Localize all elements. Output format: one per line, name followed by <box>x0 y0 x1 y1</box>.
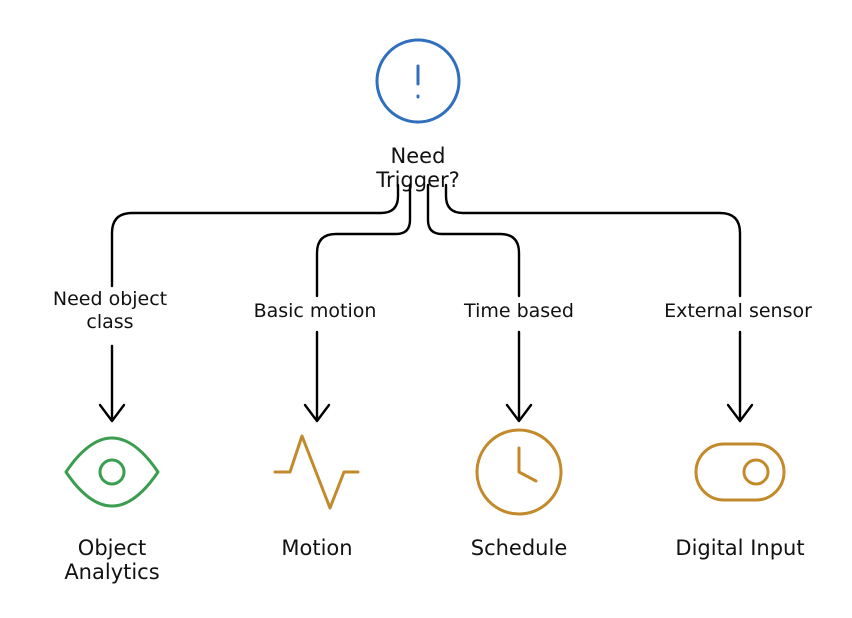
edge-label-motion: Basic motion <box>254 300 377 322</box>
edge-digital-input <box>444 183 742 422</box>
pulse-icon <box>273 434 360 510</box>
toggle-icon <box>694 442 786 502</box>
root-node: Need Trigger? <box>375 38 461 192</box>
clock-icon <box>475 428 563 516</box>
node-label-schedule: Schedule <box>471 536 568 560</box>
root-label-line-1: Need <box>391 144 446 168</box>
arrowhead-schedule <box>505 403 533 423</box>
arrowhead-motion <box>303 403 331 423</box>
edges <box>98 183 754 423</box>
edge-labels: Need object class Basic motion Time base… <box>53 288 812 333</box>
node-motion: Motion <box>273 434 360 560</box>
edge-object-analytics <box>110 183 400 422</box>
edge-label-schedule: Time based <box>463 300 574 322</box>
node-object-analytics: Object Analytics <box>64 436 160 584</box>
alert-circle-icon <box>375 38 461 124</box>
edge-label-object-analytics-line-2: class <box>86 311 133 333</box>
node-label-digital-input: Digital Input <box>675 536 804 560</box>
node-digital-input: Digital Input <box>675 442 805 560</box>
eye-icon <box>64 436 160 508</box>
edge-label-digital-input: External sensor <box>664 300 812 322</box>
node-schedule: Schedule <box>471 428 568 560</box>
node-label-object-analytics-line-1: Object <box>78 536 146 560</box>
edge-label-object-analytics-line-1: Need object <box>53 288 167 310</box>
node-label-motion: Motion <box>281 536 352 560</box>
edge-motion <box>315 183 412 422</box>
node-label-object-analytics-line-2: Analytics <box>64 560 159 584</box>
arrowhead-object-analytics <box>98 403 126 423</box>
edge-schedule <box>426 183 521 422</box>
arrowhead-digital-input <box>726 403 754 423</box>
